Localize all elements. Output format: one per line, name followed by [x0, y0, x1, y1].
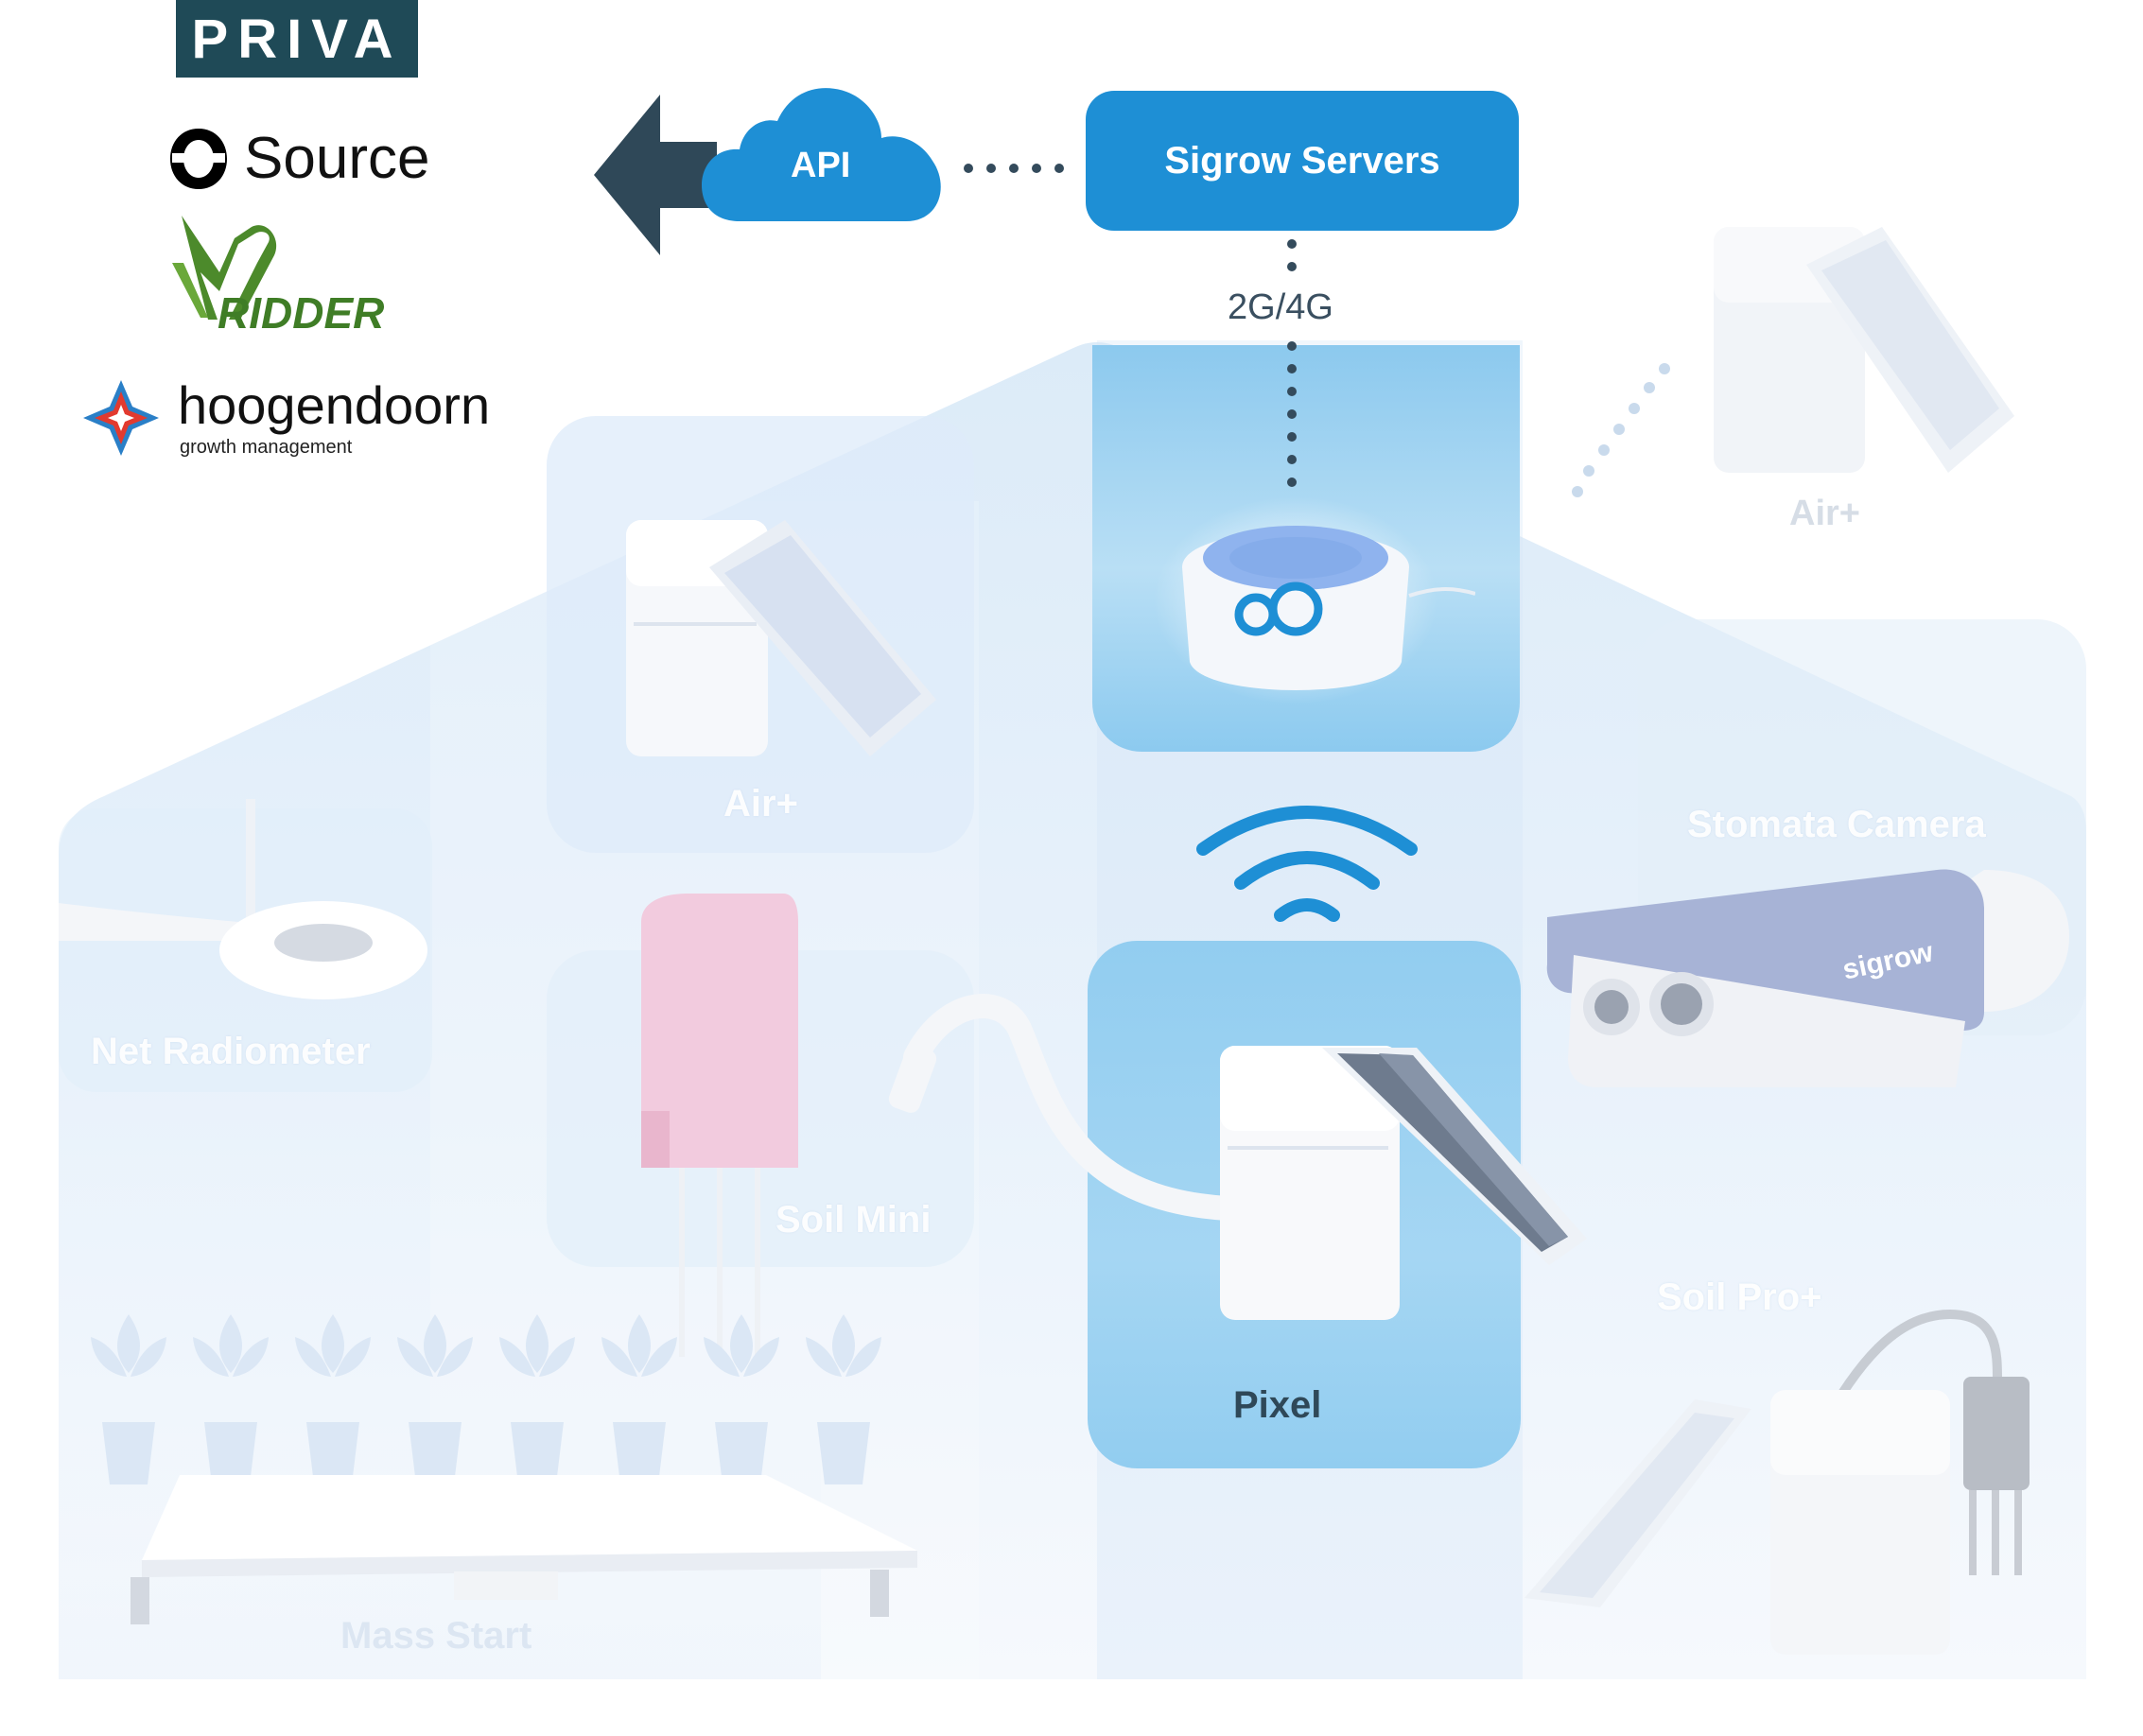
ridder-logo: RIDDER	[163, 206, 418, 339]
api-label: API	[791, 146, 851, 185]
arrow-left-icon	[594, 95, 717, 255]
soil-mini-device	[641, 894, 798, 1357]
source-icon	[170, 129, 227, 189]
hoogendoorn-text: hoogendoorn	[178, 375, 491, 435]
plant-row	[91, 1314, 881, 1484]
air-plus-left-label: Air+	[723, 783, 798, 825]
plant-icon	[91, 1314, 166, 1484]
source-logo: Source	[163, 119, 465, 199]
soil-pro-plus-label: Soil Pro+	[1657, 1276, 1822, 1318]
sigrow-servers-box: Sigrow Servers	[1086, 91, 1519, 231]
hoogendoorn-logo: hoogendoorn growth management	[81, 374, 497, 460]
ridder-text: RIDDER	[218, 288, 385, 338]
air-plus-left-device	[626, 520, 936, 756]
mass-start-device	[131, 1475, 917, 1624]
air-plus-right-device	[1714, 227, 2014, 473]
link-type-label: 2G/4G	[1228, 287, 1333, 327]
soil-mini-label: Soil Mini	[775, 1199, 932, 1241]
wifi-icon	[1196, 806, 1418, 922]
stomata-camera-label: Stomata Camera	[1687, 804, 1986, 845]
api-cloud: API	[702, 83, 948, 225]
soil-pro-plus-device	[1524, 1309, 2030, 1655]
net-radiometer-device	[59, 799, 427, 999]
sigrow-servers-label: Sigrow Servers	[1164, 139, 1440, 182]
pixel-device	[888, 994, 1587, 1320]
hoogendoorn-subtext: growth management	[180, 437, 353, 458]
server-link-dots-lower	[1287, 341, 1297, 487]
air-plus-right-label: Air+	[1789, 494, 1860, 533]
pixel-label: Pixel	[1233, 1384, 1322, 1426]
air-plus-link-dots	[1572, 363, 1670, 497]
gateway-icon	[1154, 496, 1475, 704]
camera-icon	[1546, 869, 2069, 1087]
hoogendoorn-star-icon	[83, 380, 159, 456]
api-link-dots	[964, 164, 1064, 173]
net-radiometer-label: Net Radiometer	[91, 1031, 371, 1072]
source-text: Source	[244, 126, 430, 191]
server-link-dots-upper	[1287, 239, 1297, 271]
mass-start-label: Mass Start	[340, 1615, 532, 1657]
cloud-icon	[702, 88, 941, 221]
priva-logo: PRIVA	[176, 0, 418, 78]
ridder-knight-icon	[172, 216, 277, 320]
